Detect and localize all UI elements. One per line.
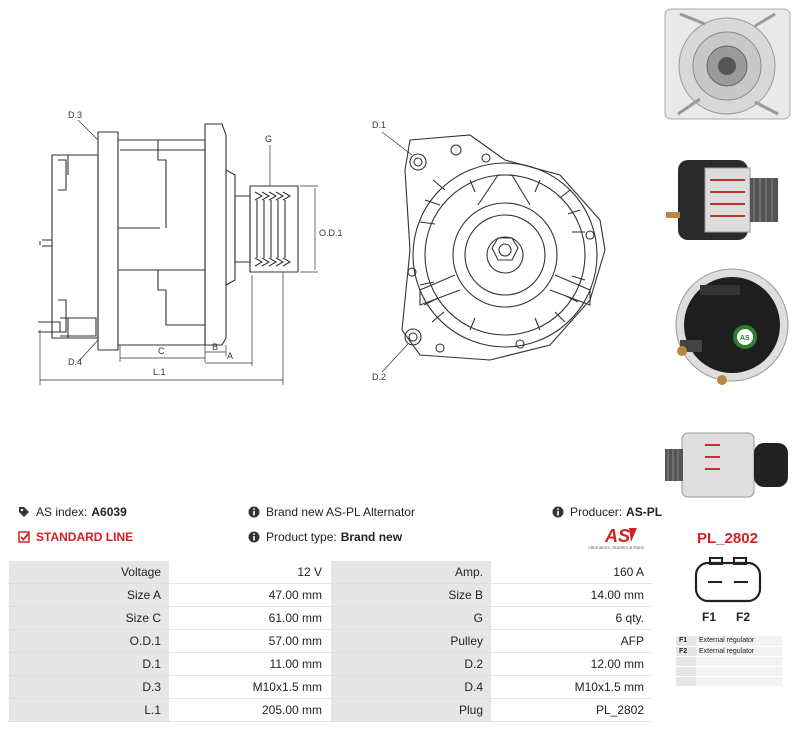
plug-legend-row	[676, 676, 782, 687]
check-square-icon	[18, 531, 30, 543]
as-index: AS index: A6039	[18, 505, 127, 519]
tag-icon	[19, 507, 29, 517]
label-d3: D.3	[68, 110, 82, 120]
label-d4: D.4	[68, 357, 82, 367]
legend-pin: F2	[676, 646, 696, 657]
spec-key: D.1	[8, 652, 170, 676]
brand-line: Brand new AS-PL Alternator	[248, 505, 415, 519]
spec-key: O.D.1	[8, 629, 170, 653]
legend-desc: External regulator	[696, 636, 782, 647]
brand-line-text: Brand new AS-PL Alternator	[266, 505, 415, 519]
as-pl-logo: AS	[604, 526, 637, 546]
alternator-side-view	[38, 123, 299, 351]
spec-value: M10x1.5 mm	[169, 675, 331, 699]
label-d2: D.2	[372, 372, 386, 382]
spec-key: Size B	[330, 583, 492, 607]
spec-value: 61.00 mm	[169, 606, 331, 630]
legend-pin	[676, 666, 696, 677]
plug-pin-f2: F2	[736, 610, 750, 624]
info-icon	[248, 531, 260, 543]
legend-desc	[696, 666, 782, 677]
alternator-front-view	[401, 134, 606, 361]
label-g: G	[265, 134, 272, 144]
legend-pin	[676, 676, 696, 687]
spec-row: L.1 205.00 mm Plug PL_2802	[8, 698, 653, 722]
technical-drawing: D.3 D.4 G O.D.1 C B A L.1 D.1 D.2	[38, 110, 606, 385]
spec-key: Size C	[8, 606, 170, 630]
spec-key: L.1	[8, 698, 170, 722]
producer-value: AS-PL	[626, 505, 663, 519]
spec-key: Pulley	[330, 629, 492, 653]
legend-desc	[696, 656, 782, 667]
legend-desc: External regulator	[696, 646, 782, 657]
alternator-top-photo	[665, 432, 788, 498]
label-c: C	[158, 346, 165, 356]
producer: Producer: AS-PL	[552, 505, 662, 519]
legend-desc	[696, 676, 782, 687]
standard-line: STANDARD LINE	[18, 530, 133, 544]
spec-value: 12.00 mm	[491, 652, 653, 676]
standard-line-text: STANDARD LINE	[36, 530, 134, 544]
spec-value: 160 A	[491, 560, 653, 584]
alternator-side-photo	[666, 160, 778, 240]
alternator-rear-photo: AS	[675, 268, 789, 385]
plug-legend-row: F2 External regulator	[676, 646, 782, 657]
spec-key: D.3	[8, 675, 170, 699]
plug-legend-table: F1 External regulator F2 External regula…	[676, 636, 782, 687]
plug-pin-f1: F1	[702, 610, 716, 624]
spec-row: Size C 61.00 mm G 6 qty.	[8, 606, 653, 630]
spec-row: O.D.1 57.00 mm Pulley AFP	[8, 629, 653, 653]
alternator-front-photo	[664, 8, 791, 120]
spec-row: Voltage 12 V Amp. 160 A	[8, 560, 653, 584]
as-index-label: AS index:	[36, 505, 88, 519]
dimension-lines	[39, 119, 318, 385]
product-type-value: Brand new	[340, 530, 403, 544]
spec-table: Voltage 12 V Amp. 160 A Size A 47.00 mm …	[8, 560, 653, 722]
label-a: A	[227, 351, 233, 361]
logo-tagline: Alternators, Starters & Parts	[587, 545, 645, 550]
spec-value: 57.00 mm	[169, 629, 331, 653]
label-od1: O.D.1	[319, 228, 343, 238]
spec-key: D.2	[330, 652, 492, 676]
legend-pin: F1	[676, 636, 696, 647]
logo-text: AS	[604, 526, 630, 546]
label-l1: L.1	[153, 367, 166, 377]
plug-legend-row	[676, 666, 782, 677]
legend-pin	[676, 656, 696, 667]
spec-value: 11.00 mm	[169, 652, 331, 676]
spec-value: M10x1.5 mm	[491, 675, 653, 699]
rear-badge-text: AS	[740, 335, 750, 342]
spec-value: 47.00 mm	[169, 583, 331, 607]
plug-title: PL_2802	[697, 530, 758, 547]
as-index-value: A6039	[91, 505, 127, 519]
spec-row: D.3 M10x1.5 mm D.4 M10x1.5 mm	[8, 675, 653, 699]
spec-value: 6 qty.	[491, 606, 653, 630]
spec-key: Size A	[8, 583, 170, 607]
spec-row: Size A 47.00 mm Size B 14.00 mm	[8, 583, 653, 607]
spec-key: G	[330, 606, 492, 630]
spec-row: D.1 11.00 mm D.2 12.00 mm	[8, 652, 653, 676]
label-b: B	[212, 342, 218, 352]
product-type: Product type: Brand new	[248, 530, 402, 544]
info-icon	[248, 506, 260, 518]
spec-key: Voltage	[8, 560, 170, 584]
producer-label: Producer:	[570, 505, 623, 519]
info-icon	[552, 506, 564, 518]
spec-value: 205.00 mm	[169, 698, 331, 722]
product-type-label: Product type:	[266, 530, 337, 544]
spec-key: Plug	[330, 698, 492, 722]
spec-value: AFP	[491, 629, 653, 653]
plug-legend-row	[676, 656, 782, 667]
plug-connector-diagram: F1 F2	[694, 557, 762, 624]
spec-value: PL_2802	[491, 698, 653, 722]
spec-value: 14.00 mm	[491, 583, 653, 607]
label-d1: D.1	[372, 120, 386, 130]
spec-key: D.4	[330, 675, 492, 699]
plug-legend-row: F1 External regulator	[676, 636, 782, 647]
spec-value: 12 V	[169, 560, 331, 584]
spec-key: Amp.	[330, 560, 492, 584]
